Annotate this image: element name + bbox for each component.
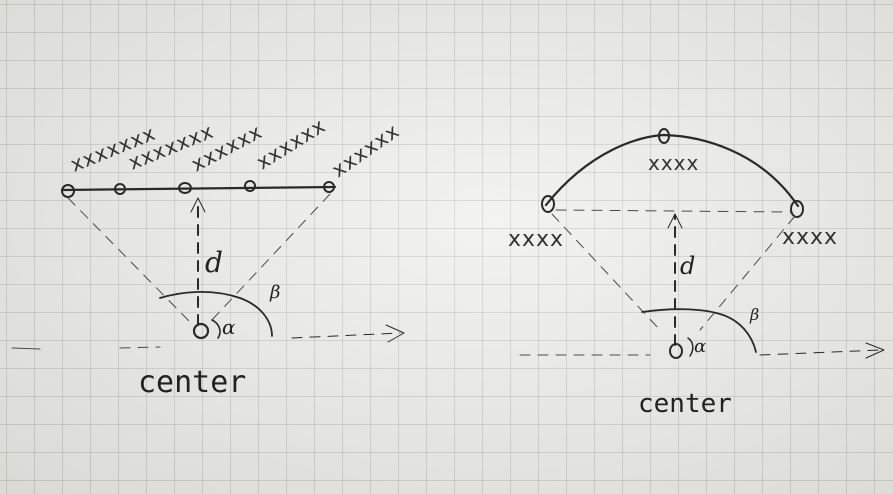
left-camera-line: [60, 185, 337, 192]
left-axis-arrow-line: [291, 332, 401, 339]
right-node-top: [658, 128, 670, 144]
right-camera-arc: [544, 133, 800, 208]
right-beta-arc: [641, 308, 757, 353]
right-center-label: center: [638, 389, 732, 419]
left-distance-label: d: [205, 246, 223, 279]
left-node-5: [323, 181, 335, 193]
left-node-2: [114, 183, 126, 195]
right-fan-line-left: [551, 213, 661, 331]
left-x-row-5: xxxxxx: [327, 118, 404, 182]
left-fan-line-left: [67, 197, 191, 323]
left-node-4: [244, 180, 256, 192]
right-alpha-label: α: [694, 336, 706, 357]
right-beta-label: β: [749, 305, 759, 324]
right-fan-line-right: [699, 215, 796, 331]
right-diagram: d α β center xxxx xxxx xxxx: [508, 128, 885, 419]
right-alpha-arc: [687, 337, 694, 357]
right-center-point: [669, 343, 683, 359]
right-distance-label: d: [680, 252, 695, 280]
right-distance-arrowhead: [667, 213, 683, 229]
right-axis-arrowhead: [865, 342, 885, 359]
left-axis-start: [11, 347, 41, 350]
left-fan-line-right: [209, 193, 331, 323]
left-x-row-4: xxxxxx: [252, 113, 330, 174]
right-node-right: [790, 200, 804, 218]
left-axis-arrowhead: [385, 324, 405, 343]
left-beta-arc: [159, 291, 273, 337]
left-distance-arrowhead: [190, 197, 206, 213]
left-axis-segment: [119, 346, 161, 349]
right-x-right: xxxx: [782, 225, 838, 250]
left-node-3: [178, 182, 192, 194]
left-diagram: d α β center xxxxxxx xxxxxxx xxxxxx xxxx…: [11, 113, 405, 400]
right-chord-line: [555, 209, 791, 213]
left-center-label: center: [138, 365, 246, 400]
right-x-top: xxxx: [648, 151, 699, 175]
left-alpha-label: α: [222, 315, 236, 339]
right-node-left: [541, 195, 555, 213]
left-alpha-arc: [211, 319, 221, 339]
left-node-1: [61, 184, 75, 198]
right-x-left: xxxx: [508, 227, 564, 252]
left-beta-label: β: [269, 282, 280, 303]
right-axis-arrow-line: [759, 349, 881, 356]
left-center-point: [192, 322, 210, 340]
